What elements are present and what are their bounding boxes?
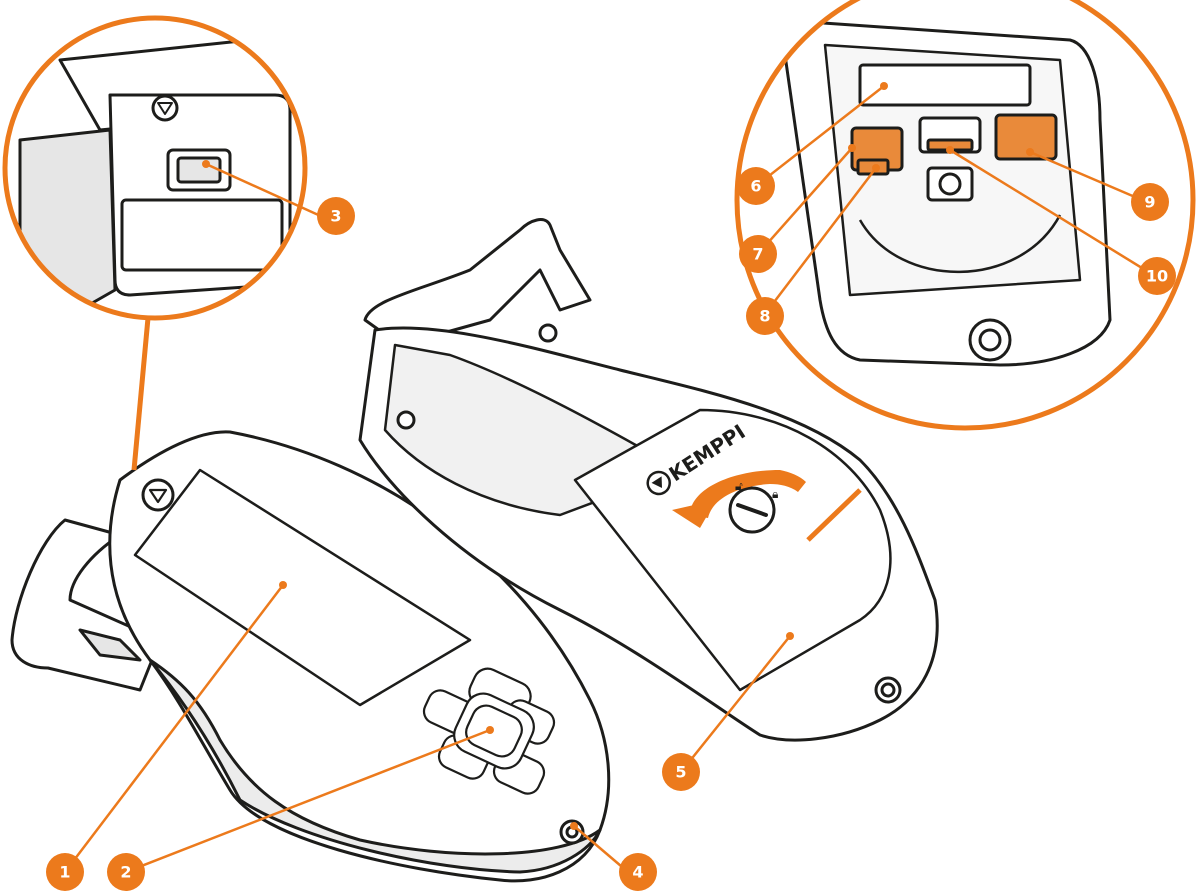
leader-dot [486,726,494,734]
leader-dot [946,146,954,154]
unlock-icon: 🔓︎ [735,479,743,493]
cradle-connector-pin [882,684,894,696]
callout-4: 4 [619,853,657,891]
detail-right-battery-cell [940,174,960,194]
callout-10-label: 10 [1146,267,1168,286]
detail-left-connector-line [134,318,148,470]
callout-10: 10 [1138,257,1176,295]
callout-1: 1 [46,853,84,891]
callout-8-label: 8 [759,307,770,326]
callout-3: 3 [317,197,355,235]
leader-dot [1026,148,1034,156]
leader-dot [848,144,856,152]
callout-2-label: 2 [120,863,131,882]
slot-9 [996,115,1056,159]
detail-right-content [780,20,1110,365]
leader-dot [786,632,794,640]
leader-dot [279,581,287,589]
leader-dot [872,164,880,172]
detail-left-port-inner [178,158,220,182]
callout-9-label: 9 [1144,193,1155,212]
detail-left-side [20,130,115,310]
remote-logo-button [143,480,173,510]
leader-dot [880,82,888,90]
cradle-hook [365,220,590,345]
callout-6-label: 6 [750,177,761,196]
callout-9: 9 [1131,183,1169,221]
leader-dot [570,822,578,830]
detail-left-panel [122,200,282,270]
detail-left-logo [153,96,177,120]
cradle-screw [540,325,556,341]
lock-icon: 🔒︎ [772,487,778,501]
callout-4-label: 4 [632,863,643,882]
callout-2: 2 [107,853,145,891]
callout-5: 5 [662,753,700,791]
callout-7-label: 7 [752,245,763,264]
detail-right-connector-pin [980,330,1000,350]
callout-5-label: 5 [675,763,686,782]
callout-1-label: 1 [59,863,70,882]
leader-dot [202,160,210,168]
callout-6: 6 [737,167,775,205]
cradle-screw [398,412,414,428]
callout-7: 7 [739,235,777,273]
callout-8: 8 [746,297,784,335]
callout-3-label: 3 [330,207,341,226]
